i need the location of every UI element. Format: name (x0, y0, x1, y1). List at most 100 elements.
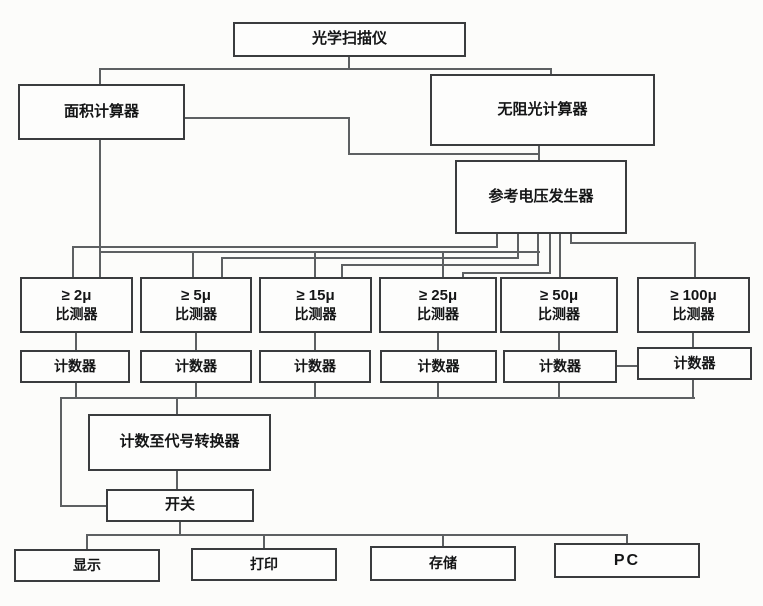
connector-line (60, 397, 695, 399)
node-comparator-25u: ≥ 25μ 比测器 (379, 277, 497, 333)
connector-line (348, 57, 350, 69)
comparator-label: 比测器 (417, 305, 459, 322)
output-label: PC (613, 551, 641, 569)
connector-line (462, 272, 464, 277)
node-output-display: 显示 (14, 549, 160, 582)
node-counter-4: 计数器 (380, 350, 497, 383)
output-label: 打印 (250, 555, 278, 572)
connector-line (462, 272, 551, 274)
node-counter-6: 计数器 (637, 347, 752, 380)
connector-line (549, 234, 551, 273)
output-label: 显示 (73, 556, 101, 573)
connector-line (86, 534, 88, 549)
node-comparator-2u: ≥ 2μ 比测器 (20, 277, 133, 333)
counter-label: 计数器 (54, 357, 96, 374)
comparator-label: 比测器 (538, 305, 580, 322)
connector-line (692, 380, 694, 397)
connector-line (314, 383, 316, 397)
comparator-threshold: ≥ 5μ (181, 286, 211, 304)
connector-line (437, 383, 439, 397)
node-optical-scanner: 光学扫描仪 (233, 22, 466, 57)
connector-line (314, 333, 316, 350)
connector-line (176, 471, 178, 489)
connector-line (550, 68, 552, 76)
node-area-calculator-label: 面积计算器 (63, 102, 139, 120)
node-no-block-light-calculator-label: 无阻光计算器 (497, 100, 588, 118)
node-output-storage: 存储 (370, 546, 516, 581)
node-counter-3: 计数器 (259, 350, 371, 383)
connector-line (692, 333, 694, 347)
connector-line (442, 534, 444, 546)
node-output-pc: PC (554, 543, 700, 578)
node-comparator-100u: ≥ 100μ 比测器 (637, 277, 750, 333)
counter-label: 计数器 (417, 357, 460, 374)
connector-line (99, 140, 101, 278)
connector-line (570, 242, 696, 244)
comparator-label: 比测器 (294, 305, 337, 322)
connector-line (176, 397, 178, 414)
node-counter-1: 计数器 (20, 350, 130, 383)
node-reference-voltage-generator-label: 参考电压发生器 (488, 187, 594, 205)
connector-line (72, 246, 74, 277)
connector-line (263, 534, 265, 548)
connector-line (538, 146, 540, 160)
connector-line (626, 534, 628, 543)
connector-line (195, 333, 197, 350)
counter-label: 计数器 (175, 357, 217, 374)
node-reference-voltage-generator: 参考电压发生器 (455, 160, 627, 234)
connector-line (341, 264, 343, 277)
counter-label: 计数器 (673, 354, 716, 371)
connector-line (348, 153, 540, 155)
comparator-label: 比测器 (672, 305, 715, 322)
node-comparator-5u: ≥ 5μ 比测器 (140, 277, 252, 333)
connector-line (195, 383, 197, 397)
node-area-calculator: 面积计算器 (18, 84, 185, 140)
comparator-label: 比测器 (55, 305, 98, 322)
connector-line (185, 117, 350, 119)
connector-line (99, 68, 101, 84)
connector-line (314, 251, 316, 277)
connector-line (341, 264, 539, 266)
connector-line (694, 242, 696, 277)
connector-line (99, 68, 552, 70)
connector-line (558, 383, 560, 397)
connector-line (75, 383, 77, 397)
node-comparator-50u: ≥ 50μ 比测器 (500, 277, 618, 333)
comparator-threshold: ≥ 25μ (418, 286, 458, 304)
node-counter-2: 计数器 (140, 350, 252, 383)
output-label: 存储 (429, 554, 457, 571)
connector-line (437, 333, 439, 350)
connector-line (537, 234, 539, 265)
connector-line (99, 251, 540, 253)
connector-line (617, 365, 637, 367)
counter-label: 计数器 (294, 357, 336, 374)
connector-line (496, 234, 498, 247)
comparator-threshold: ≥ 2μ (61, 286, 92, 304)
connector-line (192, 251, 194, 277)
connector-line (60, 505, 106, 507)
node-switch: 开关 (106, 489, 254, 522)
connector-line (570, 234, 572, 243)
node-count-to-code-converter-label: 计数至代号转换器 (119, 433, 240, 451)
comparator-threshold: ≥ 100μ (670, 286, 717, 304)
connector-line (559, 234, 561, 277)
connector-line (558, 333, 560, 350)
connector-line (517, 234, 519, 258)
node-optical-scanner-label: 光学扫描仪 (311, 30, 387, 48)
connector-line (75, 333, 77, 350)
node-switch-label: 开关 (164, 496, 195, 514)
connector-line (72, 246, 498, 248)
connector-line (221, 257, 223, 277)
comparator-threshold: ≥ 15μ (296, 286, 335, 304)
node-count-to-code-converter: 计数至代号转换器 (88, 414, 271, 471)
node-no-block-light-calculator: 无阻光计算器 (430, 74, 655, 146)
connector-line (60, 397, 62, 507)
connector-line (179, 522, 181, 535)
node-output-print: 打印 (191, 548, 337, 581)
node-comparator-15u: ≥ 15μ 比测器 (259, 277, 372, 333)
comparator-threshold: ≥ 50μ (539, 286, 579, 304)
connector-line (348, 117, 350, 154)
connector-line (221, 257, 519, 259)
counter-label: 计数器 (539, 357, 581, 374)
